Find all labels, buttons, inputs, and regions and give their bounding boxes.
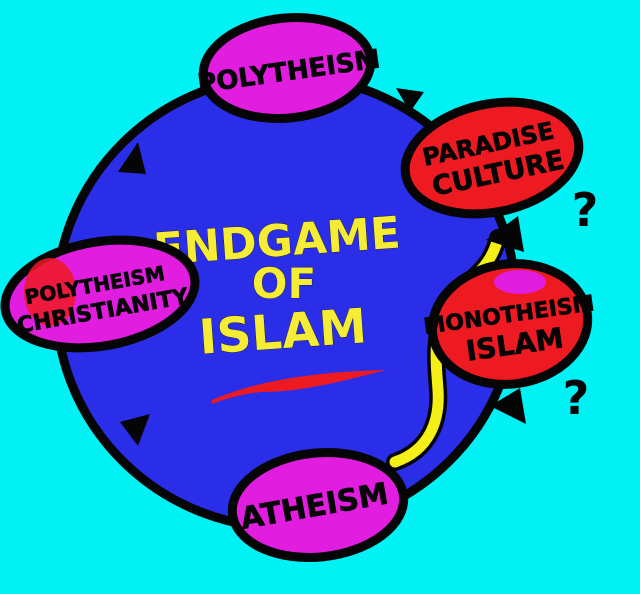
node-atheism: ATHEISM — [227, 448, 409, 562]
arrowhead-to-paradise — [486, 216, 524, 252]
node-polytheism-christianity-red-patch — [24, 258, 76, 326]
node-monotheism-islam-magenta-patch — [494, 270, 546, 294]
node-paradise-culture: PARADISE CULTURE — [400, 97, 584, 219]
arrowhead-left-top — [118, 142, 146, 174]
title-line-1: ENDGAME — [152, 207, 402, 275]
node-monotheism-islam-shape — [427, 259, 593, 389]
question-mark-upper: ? — [572, 183, 599, 237]
node-polytheism-shape — [198, 13, 376, 123]
title-line-3: ISLAM — [197, 298, 368, 366]
title-line-2: OF — [252, 259, 316, 308]
red-swoosh — [212, 370, 386, 404]
node-atheism-shape — [227, 448, 409, 562]
arrowhead-top-right — [396, 88, 424, 112]
node-paradise-culture-shape — [400, 97, 584, 219]
arrowhead-left-bottom — [120, 414, 150, 446]
node-polytheism-christianity: POLYTHEISM CHRISTIANITY — [0, 235, 200, 353]
node-polytheism: POLYTHEISM — [195, 13, 382, 123]
question-mark-lower: ? — [563, 371, 590, 425]
arrowhead-to-monotheism — [490, 388, 526, 424]
node-monotheism-islam: MONOTHEISM ISLAM — [422, 259, 596, 389]
